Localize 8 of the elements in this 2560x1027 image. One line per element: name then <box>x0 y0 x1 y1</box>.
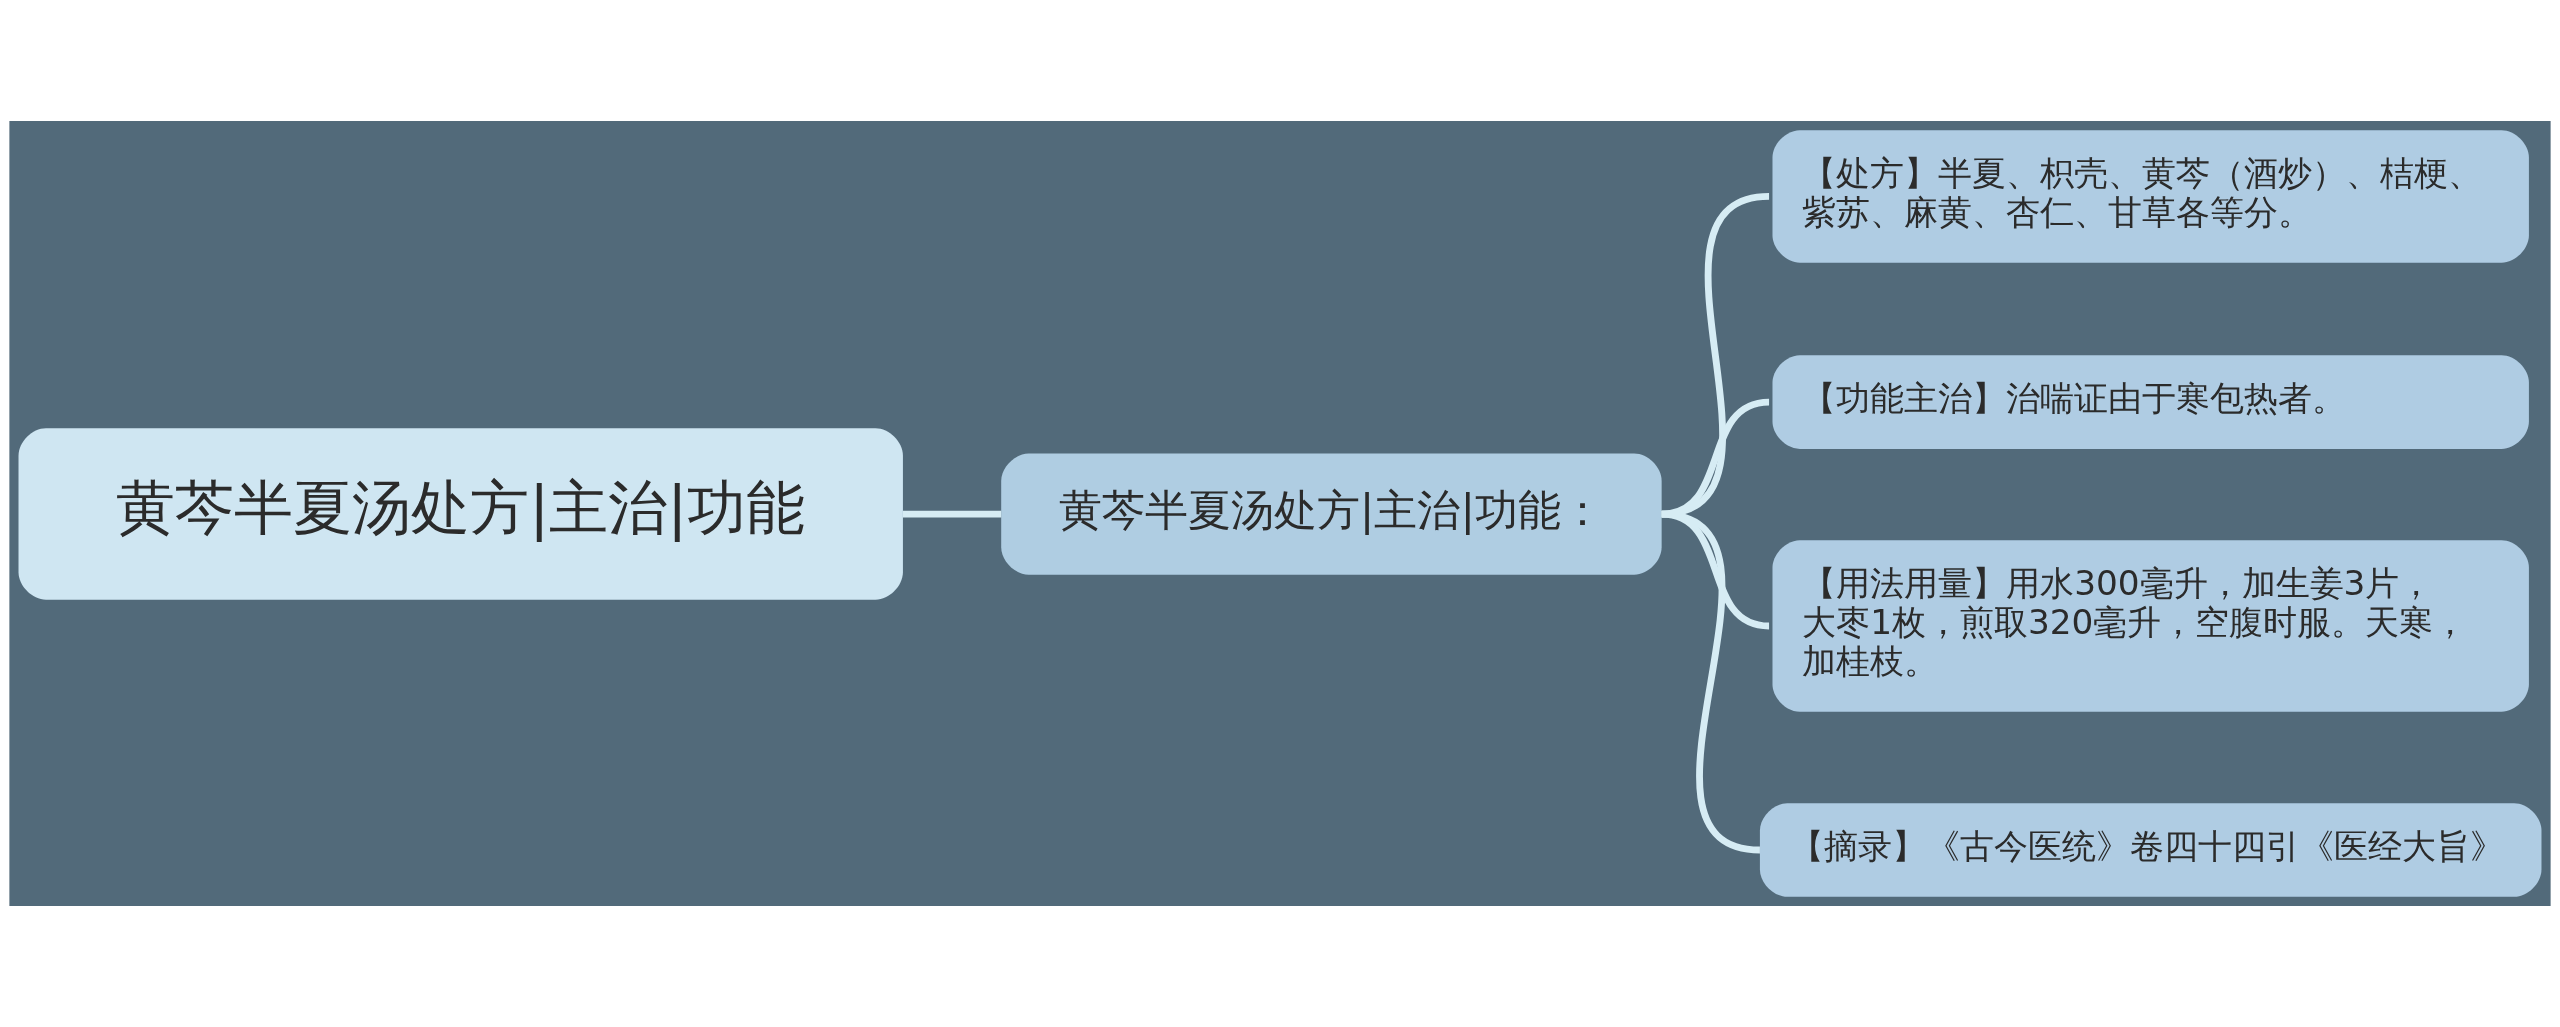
connector <box>1660 510 1761 854</box>
connector <box>902 510 1002 518</box>
node-box: 【功能主治】治喘证由于寒包热者。 <box>1772 355 2529 449</box>
node-box: 黄芩半夏汤处方|主治|功能： <box>1001 453 1662 575</box>
node-box: 黄芩半夏汤处方|主治|功能 <box>18 428 903 600</box>
node-box: 【摘录】《古今医统》卷四十四引《医经大旨》 <box>1759 803 2542 897</box>
node-box: 【处方】半夏、枳壳、黄芩（酒炒）、桔梗、紫苏、麻黄、杏仁、甘草各等分。 <box>1772 130 2529 263</box>
node-box: 【用法用量】用水300毫升，加生姜3片，大枣1枚，煎取320毫升，空腹时服。天寒，加桂枝。 <box>1772 540 2529 712</box>
